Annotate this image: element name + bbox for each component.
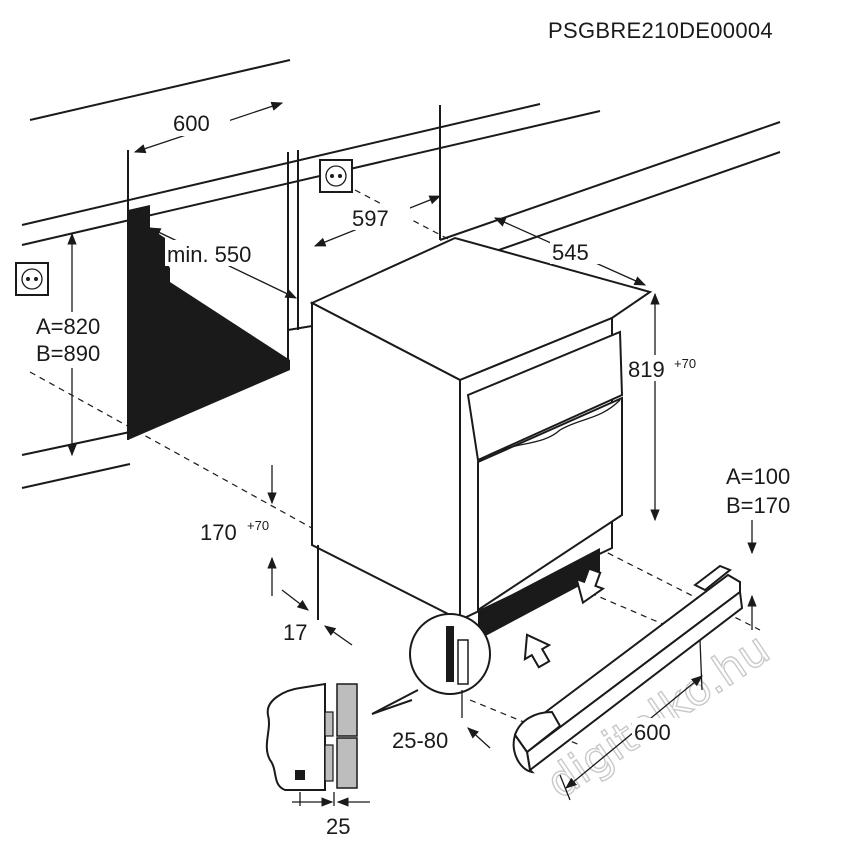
airflow-arrow-icon — [575, 567, 606, 605]
socket-icon — [15, 262, 49, 296]
label-detail-thickness: 25 — [326, 814, 350, 839]
socket-icon — [319, 159, 353, 193]
dimension-appliance-width: 597 — [313, 195, 442, 247]
dimension-niche-height: A=820 B=890 — [34, 232, 124, 457]
label-appliance-width: 597 — [352, 206, 389, 231]
label-side-gap: 17 — [283, 620, 307, 645]
label-niche-height-b: B=890 — [36, 341, 100, 366]
label-min-depth: min. 550 — [167, 242, 251, 267]
dimension-plinth-ab: A=100 B=170 — [726, 464, 790, 630]
model-code: PSGBRE210DE00004 — [548, 18, 773, 43]
dimension-plinth-height: 170 +70 — [200, 465, 277, 596]
label-plinth-height: 170 — [200, 520, 237, 545]
label-plinth-height-sup: +70 — [247, 518, 269, 533]
dimension-appliance-height: 819 +70 — [626, 292, 696, 522]
appliance — [309, 236, 653, 640]
dimension-plinth-width: 600 — [559, 639, 703, 801]
detail-callout — [371, 613, 491, 715]
label-appliance-height: 819 — [628, 357, 665, 382]
label-door-offset: 25-80 — [392, 728, 448, 753]
ventilation-gap — [478, 548, 600, 640]
label-plinth-a: A=100 — [726, 464, 790, 489]
dimension-min-depth: min. 550 — [148, 227, 298, 299]
label-appliance-height-sup: +70 — [674, 356, 696, 371]
label-plinth-b: B=170 — [726, 493, 790, 518]
label-appliance-depth: 545 — [552, 240, 589, 265]
label-niche-width: 600 — [173, 111, 210, 136]
label-plinth-width: 600 — [634, 720, 671, 745]
dimension-appliance-depth: 545 — [493, 217, 647, 286]
door-detail: 25 — [265, 682, 370, 839]
niche-interior-shadow — [128, 205, 290, 440]
dimension-door-offset: 25-80 — [392, 690, 491, 753]
dimension-niche-width: 600 — [133, 101, 284, 154]
airflow-arrow-icon — [523, 633, 552, 669]
dimension-side-gap: 17 — [281, 589, 353, 646]
label-niche-height-a: A=820 — [36, 314, 100, 339]
